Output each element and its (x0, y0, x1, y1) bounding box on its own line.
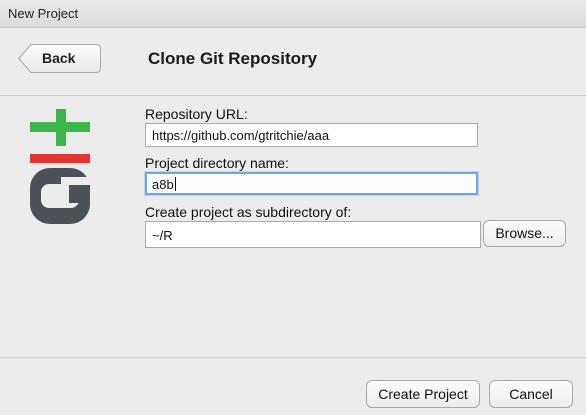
title-bar: New Project (0, 0, 586, 28)
back-arrow-shape (18, 44, 101, 73)
create-project-label: Create Project (378, 386, 468, 402)
create-project-button[interactable]: Create Project (366, 380, 480, 408)
repo-url-label: Repository URL: (145, 106, 248, 122)
page-title: Clone Git Repository (148, 49, 318, 68)
dir-name-value: a8b (152, 177, 174, 192)
subdir-value: ~/R (152, 228, 173, 243)
dir-name-input[interactable]: a8b (145, 172, 478, 195)
repo-url-input[interactable]: https://github.com/gtritchie/aaa (145, 123, 478, 147)
text-caret (174, 177, 176, 191)
browse-button-label: Browse... (495, 225, 554, 241)
back-button-label: Back (42, 50, 76, 66)
browse-button[interactable]: Browse... (483, 220, 566, 247)
dir-name-label: Project directory name: (145, 155, 289, 171)
subdir-label: Create project as subdirectory of: (145, 204, 352, 220)
footer-divider (0, 357, 586, 358)
window-title: New Project (8, 6, 79, 21)
repo-url-value: https://github.com/gtritchie/aaa (152, 128, 330, 143)
cancel-button[interactable]: Cancel (489, 380, 573, 408)
subdir-input[interactable]: ~/R (145, 221, 481, 248)
cancel-label: Cancel (509, 386, 553, 402)
git-logo-icon (30, 109, 92, 232)
back-button[interactable]: Back (18, 44, 101, 73)
wizard-header (0, 28, 586, 96)
